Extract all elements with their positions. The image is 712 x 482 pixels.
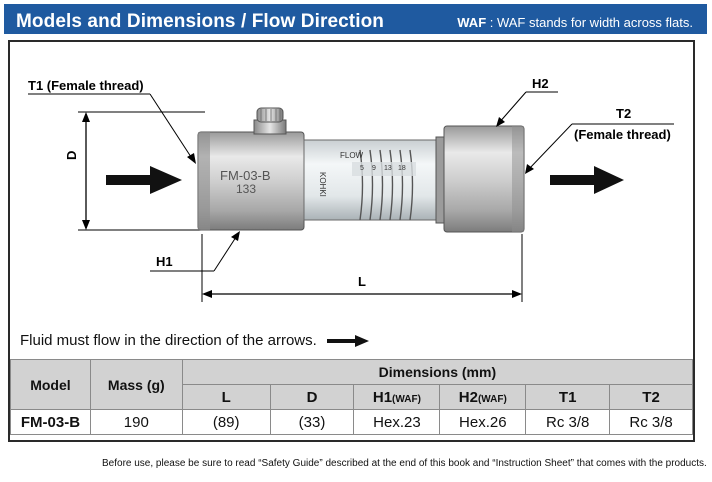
header-d: D [269,384,355,410]
header-dimensions: Dimensions (mm) [181,359,694,385]
title-banner: Models and Dimensions / Flow Direction W… [4,4,707,34]
h2-callout: H2 [496,76,558,127]
title-bar: Models and Dimensions / Flow Direction W… [0,0,712,38]
l-dimension: L [201,234,523,302]
waf-note: WAF : WAF stands for width across flats. [457,15,693,30]
svg-text:18: 18 [398,165,406,172]
tube-brand-text: KOHKI [318,172,327,197]
waf-abbr: WAF [457,15,487,30]
t2-callout: T2 (Female thread) [525,106,674,174]
outlet-arrow-icon [550,166,624,194]
flow-direction-note: Fluid must flow in the direction of the … [20,332,369,349]
t2-label-desc: (Female thread) [574,127,671,142]
waf-desc: : WAF stands for width across flats. [486,15,693,30]
t1-callout: T1 (Female thread) [28,78,196,164]
outlet-fitting [435,125,525,233]
inlet-fitting: FM-03-B 133 [197,107,305,231]
flow-note-text: Fluid must flow in the direction of the … [20,332,317,349]
h2-label: H2 [532,76,549,91]
flow-note-arrow-icon [326,335,369,348]
cell-mass: 190 [89,409,183,435]
table-row: FM-03-B 190 (89) (33) Hex.23 Hex.26 Rc 3… [10,409,693,435]
dimensions-table: Model Mass (g) Dimensions (mm) L D H1(WA… [10,359,694,435]
h1-callout: H1 [150,231,240,272]
header-model: Model [10,359,91,410]
svg-text:9: 9 [372,165,376,172]
header-l: L [181,384,271,410]
cell-t1: Rc 3/8 [525,409,611,435]
d-label: D [64,151,79,160]
header-h1-text: H1 [372,388,393,406]
body-marking-model: FM-03-B [220,168,271,183]
footnote: Before use, please be sure to read “Safe… [102,458,707,469]
d-dimension: D [64,111,205,231]
dimension-drawing: D FM-03-B 133 5 9 13 18 FLOW KOHKI [28,76,674,302]
header-mass: Mass (g) [89,359,183,410]
h1-label: H1 [156,254,173,269]
header-t1: T1 [525,384,611,410]
header-h1-waf: (WAF) [392,393,421,405]
svg-text:5: 5 [360,165,364,172]
cell-d: (33) [269,409,355,435]
cell-h1: Hex.23 [353,409,441,435]
flow-tube: 5 9 13 18 FLOW KOHKI [303,139,437,221]
t2-label: T2 [616,106,631,121]
header-t2: T2 [609,384,693,410]
cell-t2: Rc 3/8 [609,409,693,435]
t1-label: T1 (Female thread) [28,78,144,93]
header-h1: H1(WAF) [353,384,441,410]
page-title: Models and Dimensions / Flow Direction [16,11,385,32]
cell-l: (89) [181,409,271,435]
cell-h2: Hex.26 [439,409,527,435]
header-h2-waf: (WAF) [477,393,507,405]
tube-flow-text: FLOW [340,151,364,160]
inlet-arrow-icon [106,166,182,194]
cell-model: FM-03-B [10,409,91,435]
body-marking-code: 133 [236,182,256,196]
header-h2-text: H2 [458,388,478,406]
l-label: L [358,274,366,289]
header-h2: H2(WAF) [439,384,527,410]
svg-text:13: 13 [384,165,392,172]
